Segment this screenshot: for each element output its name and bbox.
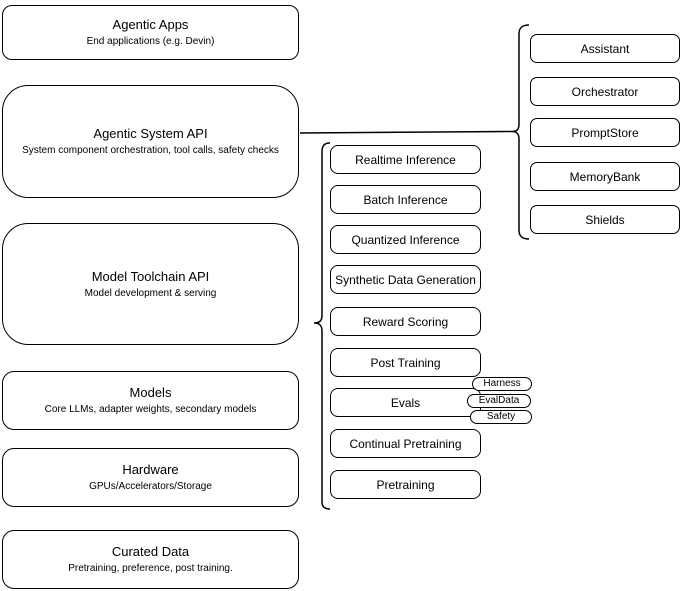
node-hardware: Hardware GPUs/Accelerators/Storage: [2, 448, 299, 507]
component-label: Assistant: [580, 41, 630, 56]
service-label: Evals: [390, 395, 421, 410]
node-subtitle: Model development & serving: [84, 287, 217, 299]
service-label: Batch Inference: [363, 192, 448, 207]
node-curated-data: Curated Data Pretraining, preference, po…: [2, 530, 299, 589]
component-label: PromptStore: [571, 125, 639, 140]
component-label: Shields: [585, 212, 625, 227]
system-api-connector-line: [299, 130, 513, 134]
component-label: Orchestrator: [571, 84, 639, 99]
service-label: Post Training: [370, 355, 441, 370]
service-synthetic-data-generation: Synthetic Data Generation: [330, 265, 481, 294]
node-subtitle: GPUs/Accelerators/Storage: [89, 481, 212, 492]
component-promptstore: PromptStore: [530, 118, 680, 147]
component-memorybank: MemoryBank: [530, 162, 680, 191]
node-subtitle: Core LLMs, adapter weights, secondary mo…: [44, 404, 257, 415]
node-title: Curated Data: [111, 544, 190, 559]
badge-label: Harness: [483, 378, 521, 389]
service-pretraining: Pretraining: [330, 470, 481, 499]
service-reward-scoring: Reward Scoring: [330, 307, 481, 336]
service-label: Continual Pretraining: [349, 436, 462, 451]
node-title: Agentic Apps: [112, 17, 189, 32]
badge-safety: Safety: [470, 410, 532, 424]
node-title: Agentic System API: [93, 126, 208, 141]
service-evals: Evals: [330, 388, 481, 417]
node-agentic-system-api: Agentic System API System component orch…: [2, 85, 299, 198]
node-subtitle: System component orchestration, tool cal…: [22, 145, 279, 156]
node-agentic-apps: Agentic Apps End applications (e.g. Devi…: [2, 5, 299, 60]
service-label: Reward Scoring: [362, 314, 449, 329]
service-quantized-inference: Quantized Inference: [330, 225, 481, 254]
node-models: Models Core LLMs, adapter weights, secon…: [2, 371, 299, 430]
service-label: Pretraining: [376, 477, 435, 492]
service-label: Realtime Inference: [355, 152, 456, 167]
node-title: Models: [129, 385, 172, 400]
component-orchestrator: Orchestrator: [530, 77, 680, 106]
component-assistant: Assistant: [530, 34, 680, 63]
node-model-toolchain-api: Model Toolchain API Model development & …: [2, 223, 299, 345]
service-label: Quantized Inference: [351, 232, 460, 247]
service-label: Synthetic Data Generation: [335, 272, 476, 287]
badge-evaldata: EvalData: [467, 394, 531, 408]
node-subtitle: Pretraining, preference, post training.: [68, 563, 233, 574]
component-label: MemoryBank: [569, 169, 641, 184]
badge-label: Safety: [486, 411, 516, 422]
service-batch-inference: Batch Inference: [330, 185, 481, 214]
service-post-training: Post Training: [330, 348, 481, 377]
service-continual-pretraining: Continual Pretraining: [330, 429, 481, 458]
components-brace: [511, 24, 530, 240]
badge-label: EvalData: [478, 395, 520, 406]
badge-harness: Harness: [472, 377, 532, 391]
node-title: Model Toolchain API: [91, 268, 210, 284]
component-shields: Shields: [530, 205, 680, 234]
node-subtitle: End applications (e.g. Devin): [86, 36, 215, 47]
node-title: Hardware: [122, 462, 179, 477]
toolchain-brace: [313, 142, 331, 510]
service-realtime-inference: Realtime Inference: [330, 145, 481, 174]
